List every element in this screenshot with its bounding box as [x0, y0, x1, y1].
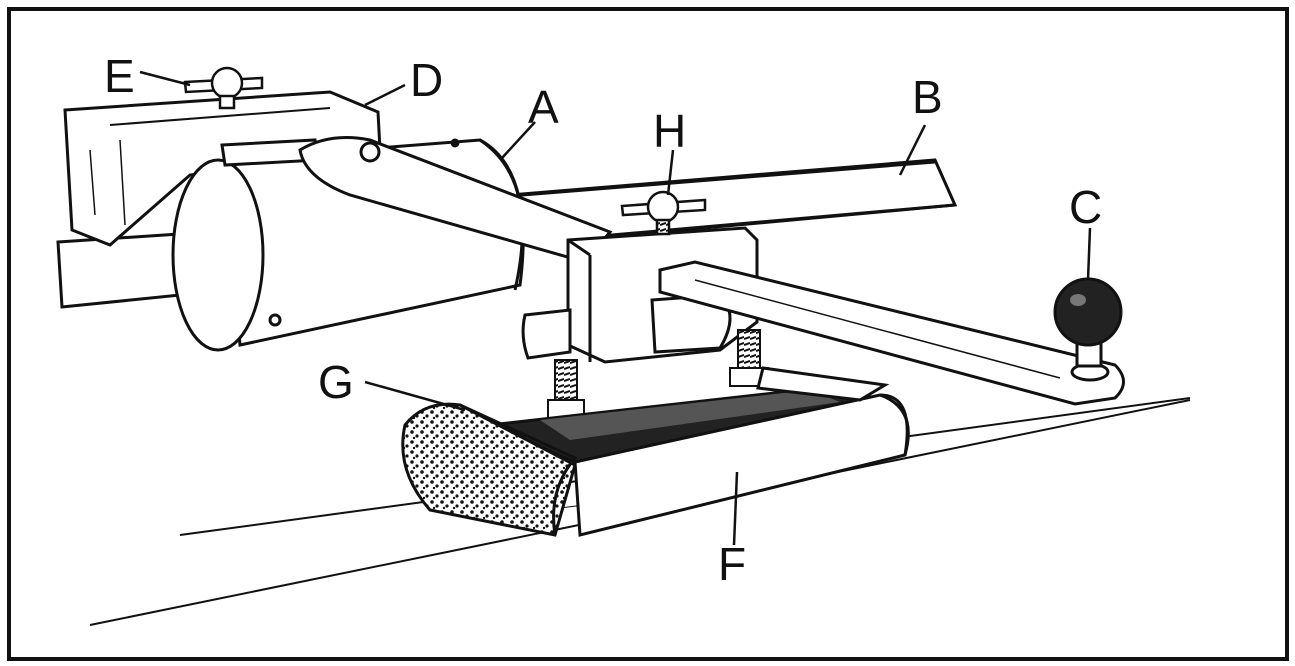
- thumb-screw-e: [183, 66, 264, 110]
- thumb-screw-h: [620, 190, 707, 236]
- label-f: F: [718, 538, 746, 590]
- label-b: B: [912, 71, 943, 123]
- label-d: D: [410, 54, 443, 106]
- label-e: E: [104, 50, 135, 102]
- leader-lines: [139, 70, 1092, 546]
- threaded-studs: [547, 329, 769, 419]
- label-a: A: [528, 81, 559, 133]
- label-c: C: [1069, 181, 1102, 233]
- ball-knob-c: [1053, 277, 1123, 368]
- sanding-pad-g: [401, 366, 910, 537]
- label-g: G: [318, 356, 354, 408]
- label-h: H: [653, 105, 686, 157]
- figure-border: [7, 7, 1289, 661]
- clamp-block-h: [521, 226, 759, 364]
